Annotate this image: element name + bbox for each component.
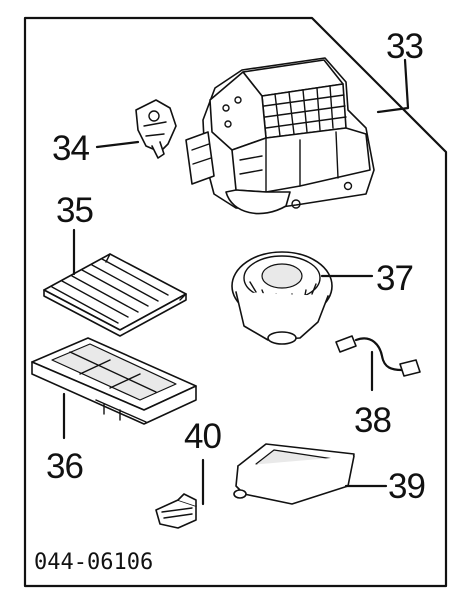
callout-38: 38 [354,401,391,440]
diagram-frame [23,16,448,588]
part-39-lower-case [233,443,355,505]
part-34-servo [135,99,177,159]
part-36-filter-case [31,337,197,425]
part-40-resistor [155,493,197,529]
callout-33: 33 [386,27,423,66]
callout-35: 35 [56,191,93,230]
part-35-filter [43,253,187,337]
leader-34 [95,140,140,149]
catalog-number: 044-06106 [34,550,153,575]
callout-36: 36 [46,447,83,486]
part-37-blower-motor [231,251,333,345]
part-33-housing [185,57,375,215]
callout-37: 37 [376,259,413,298]
callout-40: 40 [184,417,221,456]
callout-39: 39 [388,467,425,506]
leader-33 [376,58,410,114]
part-38-wire-harness [335,335,421,377]
callout-34: 34 [52,129,89,168]
